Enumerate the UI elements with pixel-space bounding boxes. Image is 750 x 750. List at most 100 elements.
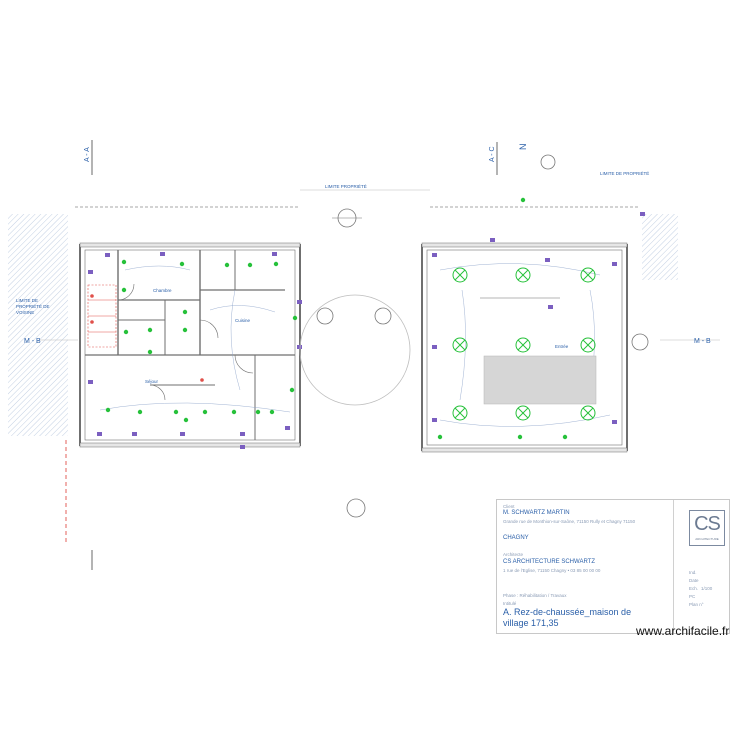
wiring [209, 305, 276, 313]
switch-icon [297, 300, 302, 304]
switch-icon [432, 345, 437, 349]
switch-icon [545, 258, 550, 262]
switch-icon [612, 420, 617, 424]
architect-address: 1 rue de l'Eglise, 71150 Chagny • 03 85 … [503, 568, 601, 573]
meta-plan-number: Plan n° [689, 602, 704, 607]
devices-green-right [437, 197, 568, 440]
left-plan-inner-wall [84, 249, 296, 441]
outlet-icon [137, 409, 143, 415]
plan-title-line2: village 171,35 [503, 618, 559, 628]
devices-red-left [90, 294, 204, 382]
room-label-entree: Entrée [555, 344, 569, 349]
plan-title-line1: A. Rez-de-chaussée_maison de [503, 607, 632, 617]
watermark: www.archifacile.fr [636, 624, 730, 638]
left-note-line: LIMITE DE [16, 298, 38, 303]
switch-icon [180, 432, 185, 436]
switch-icon [432, 253, 437, 257]
plan-caption: Intitulé [503, 601, 517, 606]
door-swing [149, 384, 166, 401]
outlet-icon [121, 259, 127, 265]
outlet-icon [562, 434, 568, 440]
north-label: N [518, 144, 528, 151]
outlet-icon [173, 409, 179, 415]
outlet-icon [520, 197, 526, 203]
outlet-icon [123, 329, 129, 335]
wiring [99, 402, 291, 413]
section-marker-bottom [346, 498, 366, 518]
outlet-icon [273, 261, 279, 267]
logo-text: CS [694, 513, 721, 535]
section-marker-east [631, 333, 649, 351]
outlet-icon [147, 327, 153, 333]
axis-label-a1: A - A [84, 147, 91, 162]
section-marker-right [374, 307, 392, 325]
ceiling-light-icon [515, 267, 531, 283]
architect-caption: Architecte [503, 552, 524, 557]
client-caption: Client [503, 504, 515, 509]
outlet-icon [247, 262, 253, 268]
outlet-icon [292, 315, 298, 321]
switch-icon [105, 253, 110, 257]
door-swing [117, 283, 135, 301]
devices-green-left [105, 259, 298, 423]
ceiling-light-icon [580, 337, 596, 353]
top-note-right: LIMITE DE PROPRIÉTÉ [600, 170, 649, 176]
meta-pc: PC [689, 594, 696, 599]
outlet-icon [289, 387, 295, 393]
axis-label-a2: A - C [489, 146, 496, 162]
wall-bottom [79, 442, 301, 448]
outlet-icon [231, 409, 237, 415]
axis-label-b-left: M - B [24, 338, 41, 345]
alarm-icon [90, 320, 94, 324]
outlet-icon [183, 417, 189, 423]
courtyard-circle [299, 294, 411, 406]
outlet-icon [179, 261, 185, 267]
architect-name: CS ARCHITECTURE SCHWARTZ [503, 559, 596, 565]
left-note-line: PROPRIÉTÉ DE [16, 303, 50, 309]
switch-icon [132, 432, 137, 436]
wiring [439, 414, 611, 427]
ceiling-light-icon [515, 337, 531, 353]
outlet-icon [269, 409, 275, 415]
switch-icon [285, 426, 290, 430]
outlet-icon [182, 309, 188, 315]
outlet-icon [121, 287, 127, 293]
switch-icon [160, 252, 165, 256]
switch-icon [297, 345, 302, 349]
wiring [459, 289, 466, 401]
ceiling-light-icon [452, 405, 468, 421]
switch-icon [548, 305, 553, 309]
switch-icon [240, 445, 245, 449]
switch-icon [240, 432, 245, 436]
right-plan [421, 242, 628, 453]
door-swing [199, 319, 219, 339]
switch-icon [97, 432, 102, 436]
switch-icon [612, 262, 617, 266]
ceiling-light-icon [580, 405, 596, 421]
switch-icon [272, 252, 277, 256]
ceiling-light-icon [452, 267, 468, 283]
phase-caption: Phase : Réhabilitation / Travaux [503, 593, 567, 598]
outlet-icon [224, 262, 230, 268]
hatch-neighbor-left [8, 214, 68, 436]
ceiling-light-icon [515, 405, 531, 421]
outlet-icon [105, 407, 111, 413]
wall-top [79, 242, 301, 248]
slab-opening [483, 355, 597, 405]
north-arrow-icon [540, 154, 556, 170]
ceiling-light-icon [452, 337, 468, 353]
right-plan-inner-wall [426, 249, 623, 446]
room-label-cuisine: Cuisine [235, 318, 251, 323]
cs-logo: CS ARCHITECTURE [689, 510, 725, 546]
switch-icon [432, 418, 437, 422]
door-swing [234, 354, 254, 374]
client-name: M. SCHWARTZ MARTIN [503, 510, 570, 516]
outlet-icon [202, 409, 208, 415]
room-label-sejour: Séjour [145, 379, 159, 384]
wiring [124, 265, 191, 271]
devices-purple-right [432, 212, 645, 424]
wall-bottom-right [421, 447, 628, 453]
left-plan-outer-wall [79, 244, 301, 446]
axis-label-b-right: M - B [694, 338, 711, 345]
